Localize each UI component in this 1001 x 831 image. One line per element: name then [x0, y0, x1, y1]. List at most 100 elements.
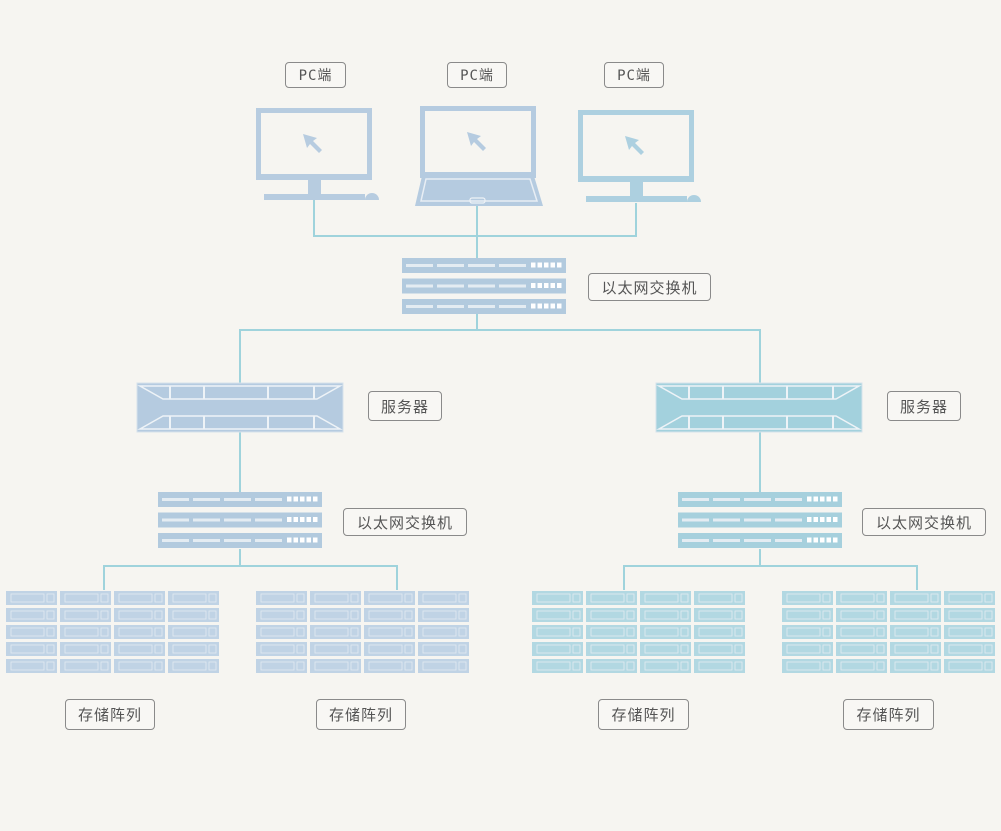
disk-indicator	[154, 661, 163, 671]
disk-unit	[364, 659, 415, 673]
disk-slots	[314, 610, 349, 620]
port-strip	[744, 518, 771, 522]
disk-indicator	[46, 661, 55, 671]
disk-slots	[644, 610, 679, 620]
port-strip	[682, 539, 709, 542]
connector-line	[623, 565, 918, 590]
switch-left	[158, 492, 322, 548]
disk-indicator	[208, 610, 217, 620]
disk-indicator	[208, 644, 217, 654]
led	[833, 537, 838, 543]
disk-unit	[836, 642, 887, 656]
disk-unit	[586, 608, 637, 622]
disk-unit	[836, 625, 887, 639]
disk-indicator	[876, 661, 885, 671]
disk-slots	[118, 610, 153, 620]
disk-indicator	[572, 644, 581, 654]
disk-slots	[698, 593, 733, 603]
disk-indicator	[680, 627, 689, 637]
disk-unit	[60, 642, 111, 656]
disk-indicator	[296, 593, 305, 603]
pc-label-2: PC端	[447, 62, 507, 88]
disk-unit	[944, 591, 995, 605]
disk-slots	[260, 610, 295, 620]
led	[537, 262, 542, 268]
disk-slots	[840, 627, 875, 637]
disk-slots	[314, 661, 349, 671]
disk-unit	[782, 608, 833, 622]
port-strip	[193, 498, 220, 501]
led	[813, 517, 818, 522]
port-strip	[406, 284, 433, 288]
storage-label-1: 存储阵列	[65, 699, 155, 730]
disk-slots	[172, 644, 207, 654]
disk-slots	[260, 661, 295, 671]
server-bezel-bottom	[137, 415, 343, 430]
storage-label-4: 存储阵列	[843, 699, 934, 730]
server-bezel-top	[656, 385, 862, 400]
disk-slots	[118, 593, 153, 603]
disk-unit	[836, 659, 887, 673]
disk-unit	[694, 591, 745, 605]
disk-slots	[10, 610, 45, 620]
disk-slots	[172, 627, 207, 637]
port-strip	[713, 498, 740, 501]
disk-unit	[256, 659, 307, 673]
disk-unit	[60, 608, 111, 622]
disk-unit	[114, 625, 165, 639]
disk-slots	[644, 644, 679, 654]
disk-indicator	[626, 610, 635, 620]
disk-indicator	[822, 644, 831, 654]
led	[313, 517, 318, 522]
storage-array-3	[532, 591, 745, 673]
disk-slots	[172, 593, 207, 603]
disk-slots	[422, 661, 457, 671]
led	[550, 303, 555, 309]
disk-indicator	[984, 593, 993, 603]
disk-slots	[422, 610, 457, 620]
disk-indicator	[876, 644, 885, 654]
disk-slots	[368, 661, 403, 671]
disk-indicator	[296, 661, 305, 671]
led	[557, 262, 562, 268]
disk-slots	[786, 644, 821, 654]
led	[313, 496, 318, 502]
disk-indicator	[876, 627, 885, 637]
led	[820, 537, 825, 543]
disk-slots	[590, 610, 625, 620]
led	[531, 262, 536, 268]
disk-slots	[260, 627, 295, 637]
storage-array-2	[256, 591, 469, 673]
disk-slots	[644, 661, 679, 671]
disk-slots	[786, 610, 821, 620]
disk-unit	[944, 642, 995, 656]
disk-indicator	[404, 627, 413, 637]
connector-line	[313, 200, 637, 237]
disk-unit	[694, 659, 745, 673]
disk-unit	[418, 625, 469, 639]
disk-slots	[422, 644, 457, 654]
disk-unit	[586, 625, 637, 639]
disk-indicator	[46, 644, 55, 654]
led	[300, 537, 305, 543]
port-strip	[437, 264, 464, 267]
server-label-right: 服务器	[887, 391, 961, 421]
port-strip	[162, 518, 189, 522]
disk-slots	[64, 610, 99, 620]
led	[544, 303, 549, 309]
storage-array-1	[6, 591, 219, 673]
disk-indicator	[734, 644, 743, 654]
led	[537, 283, 542, 288]
led	[306, 496, 311, 502]
disk-unit	[256, 625, 307, 639]
switch-label-right: 以太网交换机	[862, 508, 986, 536]
disk-slots	[172, 661, 207, 671]
cursor-arrow-icon	[467, 132, 486, 151]
keyboard	[586, 196, 687, 202]
disk-slots	[840, 610, 875, 620]
disk-indicator	[208, 661, 217, 671]
port-strip	[406, 264, 433, 267]
led	[826, 496, 831, 502]
disk-slots	[948, 593, 983, 603]
port-strip	[499, 305, 526, 308]
